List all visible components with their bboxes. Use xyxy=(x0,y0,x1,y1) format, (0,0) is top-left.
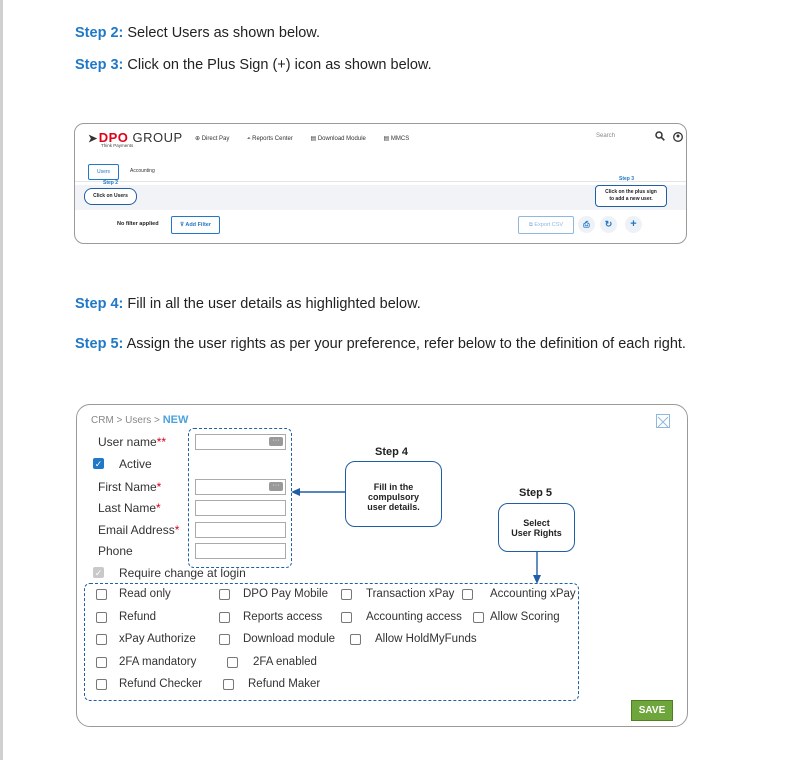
dpo-logo-arrow-icon: ➤ xyxy=(88,133,98,145)
reports-access-checkbox[interactable] xyxy=(219,612,230,623)
accounting-xpay-label: Accounting xPay xyxy=(490,588,576,600)
print-icon[interactable]: ⎙ xyxy=(578,216,595,233)
tab-accounting[interactable]: Accounting xyxy=(130,168,155,174)
2fa-enabled-checkbox[interactable] xyxy=(227,657,238,668)
step4-instruction: Step 4: Fill in all the user details as … xyxy=(75,296,421,312)
tabs-bar xyxy=(75,159,686,182)
user-details-highlight xyxy=(188,428,292,568)
user-rights-highlight xyxy=(84,583,579,701)
users-page-screenshot: ➤DPO GROUP Think Payments ⊕ Direct Pay ⩡… xyxy=(74,123,687,244)
step3-annotation-label: Step 3 xyxy=(619,176,635,182)
xpay-authorize-checkbox[interactable] xyxy=(96,634,107,645)
last-name-input[interactable] xyxy=(195,500,286,516)
read-only-checkbox[interactable] xyxy=(96,589,107,600)
dpo-pay-mobile-label: DPO Pay Mobile xyxy=(243,588,329,600)
close-icon[interactable] xyxy=(656,414,670,428)
filter-icon: ⊽ xyxy=(179,222,186,228)
nav-download-module[interactable]: ▤ Download Module xyxy=(310,136,366,142)
download-module-label: Download module xyxy=(243,633,336,645)
reports-access-label: Reports access xyxy=(243,611,323,623)
refund-checker-label: Refund Checker xyxy=(119,678,203,690)
nav-reports-center[interactable]: ⩡ Reports Center xyxy=(247,136,293,142)
nav-mmcs[interactable]: ▤ MMCS xyxy=(383,136,410,142)
download-module-checkbox[interactable] xyxy=(219,634,230,645)
email-label: Email Address* xyxy=(98,523,180,537)
dpo-pay-mobile-checkbox[interactable] xyxy=(219,589,230,600)
transaction-xpay-checkbox[interactable] xyxy=(341,589,352,600)
search-icon[interactable] xyxy=(655,131,665,141)
allow-holdmyfunds-label: Allow HoldMyFunds xyxy=(375,633,477,645)
add-plus-icon[interactable]: + xyxy=(625,216,642,233)
accounting-access-label: Accounting access xyxy=(366,611,462,623)
search-input[interactable]: Search xyxy=(596,133,616,139)
username-input[interactable]: ··· xyxy=(195,434,286,450)
export-icon: ⧉ xyxy=(528,222,535,228)
first-name-label: First Name* xyxy=(98,480,162,494)
save-button[interactable]: SAVE xyxy=(631,700,673,721)
step2-instruction: Step 2: Select Users as shown below. xyxy=(75,25,320,41)
active-label: Active xyxy=(119,457,152,471)
page-left-border xyxy=(0,0,3,760)
step5-arrow xyxy=(533,552,541,584)
refund-checker-checkbox[interactable] xyxy=(96,679,107,690)
dpo-group-logo: ➤DPO GROUP xyxy=(88,130,183,145)
allow-scoring-checkbox[interactable] xyxy=(473,612,484,623)
email-input[interactable] xyxy=(195,522,286,538)
step2-annotation-label: Step 2 xyxy=(103,180,119,186)
step3-instruction: Step 3: Click on the Plus Sign (+) icon … xyxy=(75,57,432,73)
click-users-callout: Click on Users xyxy=(84,188,137,205)
accounting-xpay-checkbox[interactable] xyxy=(462,589,473,600)
top-nav: ⊕ Direct Pay ⩡ Reports Center ▤ Download… xyxy=(195,135,425,143)
read-only-label: Read only xyxy=(119,588,171,600)
2fa-mandatory-checkbox[interactable] xyxy=(96,657,107,668)
step4-annotation-label: Step 4 xyxy=(375,446,409,458)
first-name-input[interactable]: ··· xyxy=(195,479,286,495)
step5-annotation-label: Step 5 xyxy=(519,487,553,499)
step5-instruction: Step 5: Assign the user rights as per yo… xyxy=(75,336,686,352)
tab-users[interactable]: Users xyxy=(88,164,119,180)
export-csv-button[interactable]: ⧉ Export CSV xyxy=(518,216,574,234)
ellipsis-icon[interactable]: ··· xyxy=(269,437,283,446)
xpay-authorize-label: xPay Authorize xyxy=(119,633,196,645)
last-name-label: Last Name* xyxy=(98,501,161,515)
2fa-mandatory-label: 2FA mandatory xyxy=(119,656,197,668)
no-filter-text: No filter applied xyxy=(117,221,159,227)
require-change-checkbox: ✓ xyxy=(93,567,104,578)
require-change-label: Require change at login xyxy=(119,566,246,580)
2fa-enabled-label: 2FA enabled xyxy=(253,656,317,668)
phone-input[interactable] xyxy=(195,543,286,559)
transaction-xpay-label: Transaction xPay xyxy=(366,588,455,600)
refresh-icon[interactable]: ↻ xyxy=(600,216,617,233)
refund-maker-checkbox[interactable] xyxy=(223,679,234,690)
ellipsis-icon[interactable]: ··· xyxy=(269,482,283,491)
allow-scoring-label: Allow Scoring xyxy=(490,611,560,623)
nav-direct-pay[interactable]: ⊕ Direct Pay xyxy=(195,136,230,142)
refund-checkbox[interactable] xyxy=(96,612,107,623)
active-checkbox[interactable]: ✓ xyxy=(93,458,104,469)
refund-maker-label: Refund Maker xyxy=(248,678,321,690)
breadcrumb: CRM > Users > NEW xyxy=(91,414,189,426)
user-account-icon[interactable] xyxy=(673,132,683,142)
step4-arrow xyxy=(291,488,346,496)
username-label: User name** xyxy=(98,435,167,449)
accounting-access-checkbox[interactable] xyxy=(341,612,352,623)
logo-tagline: Think Payments xyxy=(101,143,134,148)
refund-label: Refund xyxy=(119,611,157,623)
toolbar-band xyxy=(75,185,686,210)
new-user-form-screenshot: CRM > Users > NEW User name** ··· ✓ Acti… xyxy=(76,404,688,727)
phone-label: Phone xyxy=(98,544,133,558)
allow-holdmyfunds-checkbox[interactable] xyxy=(350,634,361,645)
add-filter-button[interactable]: ⊽ Add Filter xyxy=(171,216,220,234)
